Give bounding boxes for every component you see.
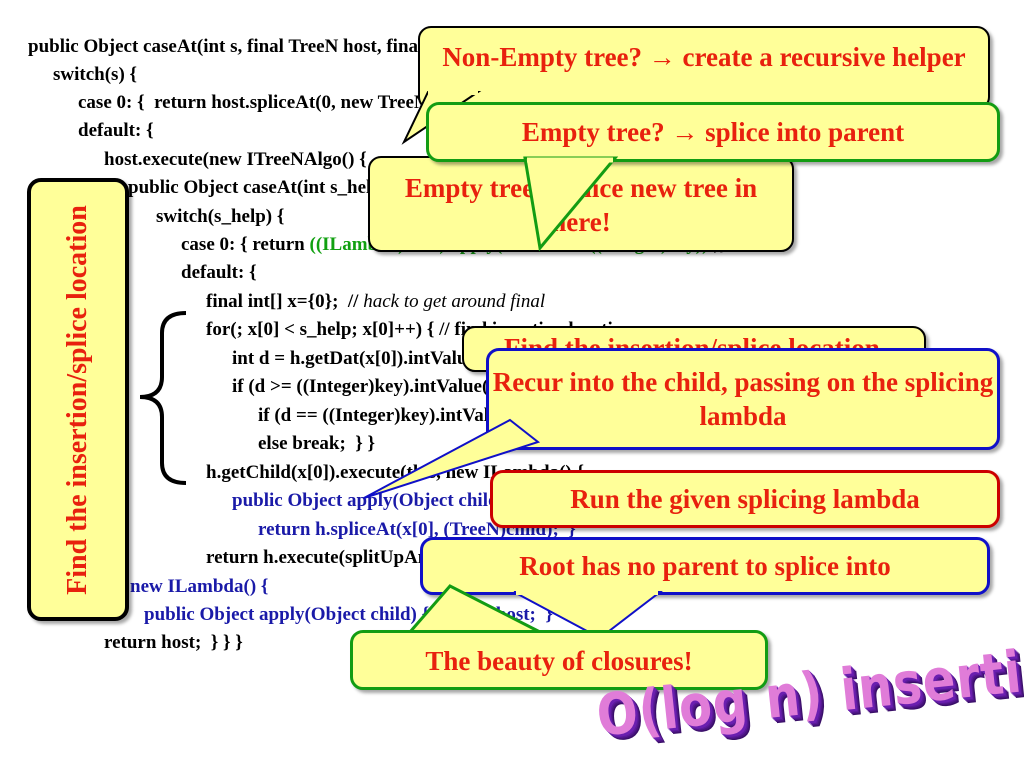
callout-text: Run the given splicing lambda: [570, 484, 920, 514]
code-line: host.execute(new ITreeNAlgo() {: [104, 149, 367, 170]
code-line: switch(s) {: [53, 64, 138, 85]
code-line: default: {: [181, 262, 257, 283]
code-text: case 0: { return: [181, 234, 310, 255]
code-line: int d = h.getDat(x[0]).intValue();: [232, 348, 495, 369]
callout-recur-child: Recur into the child, passing on the spl…: [486, 348, 1000, 450]
code-line: else break; } }: [258, 433, 375, 454]
callout-tail: [406, 584, 541, 634]
callout-text: Recur into the child, passing on the spl…: [492, 367, 994, 431]
code-text: final int[] x={0}; //: [206, 291, 364, 312]
code-line: final int[] x={0}; // hack to get around…: [206, 290, 545, 314]
callout-beauty-closures: The beauty of closures!: [350, 630, 768, 690]
code-comment: hack to get around final: [363, 291, 546, 312]
callout-tail: [523, 156, 619, 252]
side-label-box: Find the insertion/splice location: [27, 178, 129, 621]
callout-tail: [513, 591, 663, 640]
callout-text: Root has no parent to splice into: [519, 551, 891, 581]
callout-text: Empty tree? → splice into parent: [521, 117, 905, 147]
code-line: if (d >= ((Integer)key).intValue()) {: [232, 376, 514, 397]
callout-root-no-parent: Root has no parent to splice into: [420, 537, 990, 595]
code-line: new ILambda() {: [130, 576, 269, 597]
code-line: return host; } } }: [104, 632, 243, 653]
curly-brace-icon: [139, 311, 187, 485]
callout-tail: [363, 418, 541, 499]
callout-text: The beauty of closures!: [425, 646, 693, 676]
code-line: default: {: [78, 120, 154, 141]
callout-nonempty-tree: Non-Empty tree? → create a recursive hel…: [418, 26, 990, 110]
callout-empty-tree-parent: Empty tree? → splice into parent: [426, 102, 1000, 162]
side-label-text: Find the insertion/splice location: [62, 204, 93, 595]
callout-run-lambda: Run the given splicing lambda: [490, 470, 1000, 528]
callout-text: Non-Empty tree? → create a recursive hel…: [442, 42, 966, 72]
code-line: switch(s_help) {: [156, 206, 285, 227]
